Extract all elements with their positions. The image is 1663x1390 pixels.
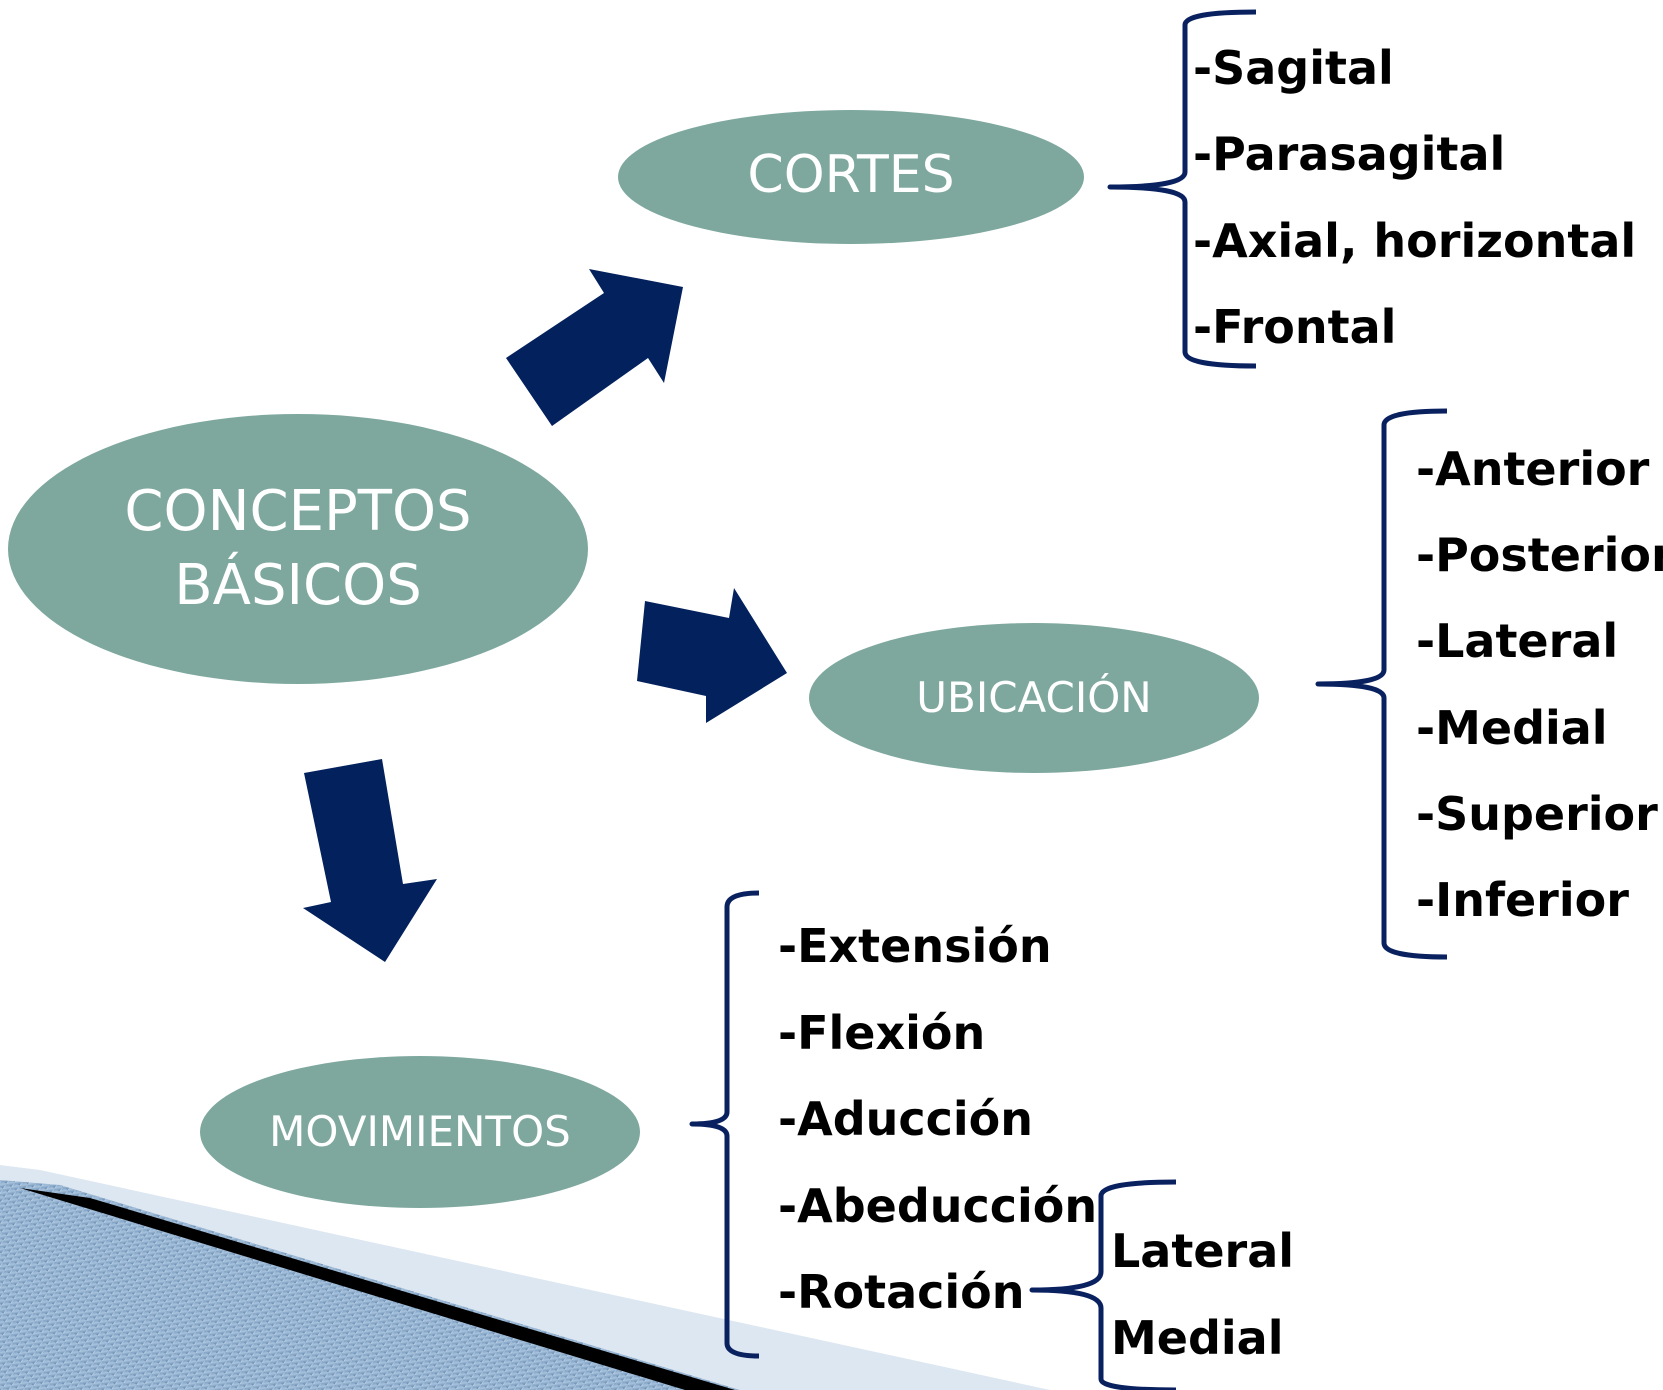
bracket-ubicacion (1315, 408, 1448, 960)
node-ubicacion (809, 623, 1259, 773)
arrow-to-movimientos (303, 759, 437, 962)
ubicacion-item: -Inferior (1416, 873, 1629, 927)
ubicacion-item: -Superior (1416, 787, 1658, 841)
node-label-line-2: BÁSICOS (174, 553, 422, 618)
rotacion-sub-item: Lateral (1111, 1224, 1295, 1278)
arrow-to-ubicacion (637, 588, 787, 723)
bracket-movimientos (689, 890, 760, 1359)
node-label-line-1: CONCEPTOS (124, 479, 472, 544)
node-label-movimientos: MOVIMIENTOS (269, 1107, 571, 1156)
cortes-item: -Sagital (1193, 41, 1394, 95)
corner-decoration-band (20, 1188, 735, 1390)
node-cortes (618, 110, 1084, 244)
movimientos-item: -Aducción (778, 1092, 1034, 1146)
movimientos-item: -Flexión (778, 1006, 986, 1060)
ubicacion-item: -Posterior (1416, 528, 1663, 582)
movimientos-item: -Extensión (778, 919, 1052, 973)
cortes-item: -Parasagital (1193, 127, 1506, 181)
cortes-item: -Frontal (1193, 300, 1397, 354)
rotacion-sub-item: Medial (1111, 1311, 1284, 1365)
arrow-to-cortes (506, 269, 683, 426)
bracket-rotacion (1029, 1179, 1177, 1390)
ubicacion-item: -Anterior (1416, 442, 1650, 496)
node-movimientos (200, 1056, 640, 1208)
movimientos-item: -Rotación (778, 1265, 1025, 1319)
node-label-cortes: CORTES (747, 145, 955, 205)
movimientos-item: -Abeducción (778, 1179, 1098, 1233)
bracket-cortes (1107, 9, 1257, 369)
ubicacion-item: -Medial (1416, 701, 1608, 755)
node-label-conceptos-basicos: CONCEPTOS BÁSICOS (98, 475, 498, 623)
node-label-ubicacion: UBICACIÓN (916, 673, 1152, 722)
cortes-item: -Axial, horizontal (1193, 214, 1637, 268)
node-conceptos-basicos (8, 414, 588, 684)
ubicacion-item: -Lateral (1416, 614, 1619, 668)
